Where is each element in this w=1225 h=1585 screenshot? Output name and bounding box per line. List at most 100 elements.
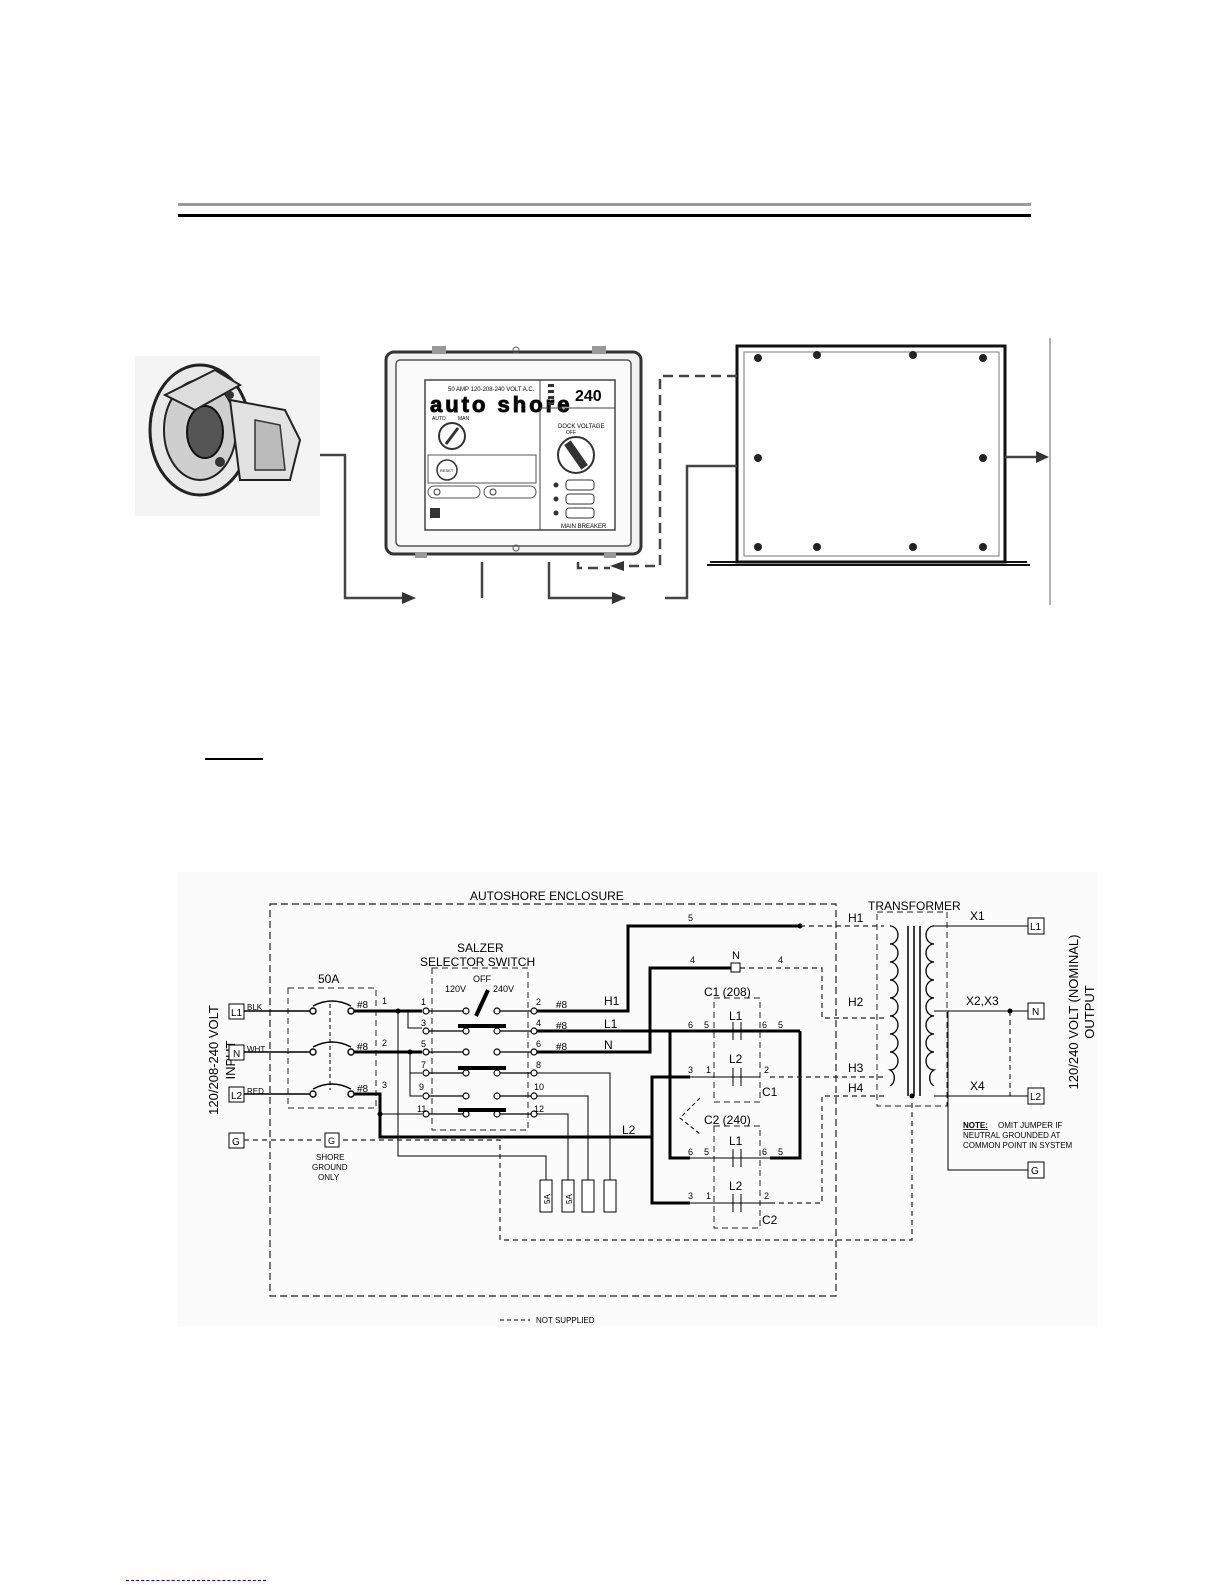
svg-text:5: 5 xyxy=(704,1020,709,1030)
svg-text:1: 1 xyxy=(421,997,426,1007)
svg-text:H3: H3 xyxy=(848,1061,864,1075)
svg-text:H2: H2 xyxy=(848,995,864,1009)
contactor-c2 xyxy=(713,1125,761,1229)
output-voltage-label: 120/240 VOLT (NOMINAL) xyxy=(1066,935,1081,1090)
svg-text:MAIN BREAKER: MAIN BREAKER xyxy=(561,524,607,530)
svg-text:6: 6 xyxy=(536,1039,541,1049)
svg-text:2: 2 xyxy=(764,1191,769,1201)
svg-text:11: 11 xyxy=(417,1104,426,1114)
svg-text:OMIT JUMPER IF: OMIT JUMPER IF xyxy=(998,1121,1062,1130)
svg-text:#8: #8 xyxy=(556,1021,568,1032)
svg-text:#8: #8 xyxy=(357,1042,369,1053)
svg-text:5: 5 xyxy=(421,1039,426,1049)
svg-text:N: N xyxy=(732,950,740,962)
svg-text:2: 2 xyxy=(536,997,541,1007)
svg-text:MAN: MAN xyxy=(458,416,470,422)
fuses xyxy=(539,1179,617,1213)
svg-text:#8: #8 xyxy=(556,1042,568,1053)
input-terminal-l1: L1 xyxy=(231,1008,243,1019)
svg-text:6: 6 xyxy=(688,1147,693,1157)
svg-text:H1: H1 xyxy=(604,994,620,1008)
svg-text:X1: X1 xyxy=(970,909,985,923)
selector-switch-box xyxy=(431,967,529,1131)
svg-text:3: 3 xyxy=(688,1191,693,1201)
flow-lines xyxy=(320,338,1051,605)
svg-text:5: 5 xyxy=(688,913,693,923)
svg-text:6: 6 xyxy=(688,1020,693,1030)
switch-title: SALZER xyxy=(457,941,504,955)
wire-color-blk: BLK xyxy=(247,1003,263,1012)
svg-text:240V: 240V xyxy=(493,984,514,994)
svg-text:8: 8 xyxy=(536,1060,541,1070)
svg-text:C2 (240): C2 (240) xyxy=(704,1113,751,1127)
output-label: OUTPUT xyxy=(1082,985,1097,1039)
svg-text:L2: L2 xyxy=(622,1123,636,1137)
svg-text:7: 7 xyxy=(421,1060,426,1070)
svg-text:12: 12 xyxy=(534,1104,544,1114)
svg-text:2: 2 xyxy=(382,1038,387,1048)
svg-text:N: N xyxy=(604,1038,613,1052)
svg-text:#8: #8 xyxy=(357,1084,369,1095)
transformer-box xyxy=(876,911,948,1107)
enclosure-label: AUTOSHORE ENCLOSURE xyxy=(470,889,624,903)
svg-text:C2: C2 xyxy=(762,1213,778,1227)
footer-link-underline xyxy=(126,1580,266,1581)
svg-text:5: 5 xyxy=(778,1020,783,1030)
svg-text:L1: L1 xyxy=(729,1134,743,1148)
wiring-schematic: AUTOSHORE ENCLOSURE 120/208-240 VOLT INP… xyxy=(178,872,1098,1327)
input-terminals: L1 N L2 G xyxy=(228,1003,245,1149)
svg-text:ONLY: ONLY xyxy=(318,1173,340,1182)
svg-text:4: 4 xyxy=(536,1018,541,1028)
svg-text:#8: #8 xyxy=(556,1000,568,1011)
svg-text:3: 3 xyxy=(382,1080,387,1090)
svg-text:9: 9 xyxy=(419,1082,424,1092)
shore-power-inlet-image xyxy=(135,356,320,516)
svg-text:L2: L2 xyxy=(729,1179,743,1193)
breaker-contacts xyxy=(244,1000,355,1098)
transformer-label: TRANSFORMER xyxy=(868,899,961,913)
svg-text:1: 1 xyxy=(382,996,387,1006)
svg-text:L1: L1 xyxy=(729,1009,743,1023)
svg-text:6: 6 xyxy=(762,1020,767,1030)
transformer-box-image xyxy=(707,344,1030,566)
enclosure-border xyxy=(269,903,837,1297)
flow-arrows xyxy=(402,451,1049,604)
svg-text:5: 5 xyxy=(704,1147,709,1157)
svg-text:5A: 5A xyxy=(565,1194,574,1204)
switch-subtitle: SELECTOR SWITCH xyxy=(420,955,535,969)
svg-text:X4: X4 xyxy=(970,1079,985,1093)
brand-logo: auto shore xyxy=(430,392,572,417)
svg-text:1: 1 xyxy=(706,1065,711,1075)
svg-text:6: 6 xyxy=(762,1147,767,1157)
svg-text:5: 5 xyxy=(778,1147,783,1157)
output-terminal-l2: L2 xyxy=(1030,1092,1042,1103)
primary-winding xyxy=(887,925,899,1087)
svg-text:120V: 120V xyxy=(445,984,466,994)
svg-text:2: 2 xyxy=(764,1065,769,1075)
voltage-display: 240 xyxy=(575,388,602,405)
svg-text:COMMON POINT IN SYSTEM: COMMON POINT IN SYSTEM xyxy=(963,1141,1073,1150)
svg-text:NEUTRAL GROUNDED AT: NEUTRAL GROUNDED AT xyxy=(963,1131,1060,1140)
svg-text:#8: #8 xyxy=(357,1000,369,1011)
svg-text:4: 4 xyxy=(778,955,783,965)
input-terminal-n: N xyxy=(233,1049,240,1060)
svg-text:5A: 5A xyxy=(543,1194,552,1204)
svg-text:OFF: OFF xyxy=(566,430,576,436)
system-overview-diagram: 50 AMP 120-208-240 VOLT A.C. auto shore … xyxy=(135,338,1051,605)
input-voltage-label: 120/208-240 VOLT xyxy=(206,1005,221,1115)
secondary-winding xyxy=(925,925,937,1087)
breaker-label: 50A xyxy=(318,972,339,986)
svg-text:X2,X3: X2,X3 xyxy=(966,994,999,1008)
header-rule xyxy=(178,203,1031,217)
autoshore-panel-image: 50 AMP 120-208-240 VOLT A.C. auto shore … xyxy=(384,346,643,558)
legend-label: NOT SUPPLIED xyxy=(536,1316,595,1325)
svg-text:3: 3 xyxy=(421,1018,426,1028)
breaker-box xyxy=(287,987,377,1109)
svg-text:H4: H4 xyxy=(848,1081,864,1095)
contactor-c1 xyxy=(713,997,761,1103)
transformer-feeders xyxy=(244,925,913,1241)
svg-text:G: G xyxy=(328,1136,335,1146)
svg-text:1: 1 xyxy=(706,1191,711,1201)
svg-text:DOCK VOLTAGE: DOCK VOLTAGE xyxy=(558,424,604,430)
switch-contacts xyxy=(422,1007,538,1118)
